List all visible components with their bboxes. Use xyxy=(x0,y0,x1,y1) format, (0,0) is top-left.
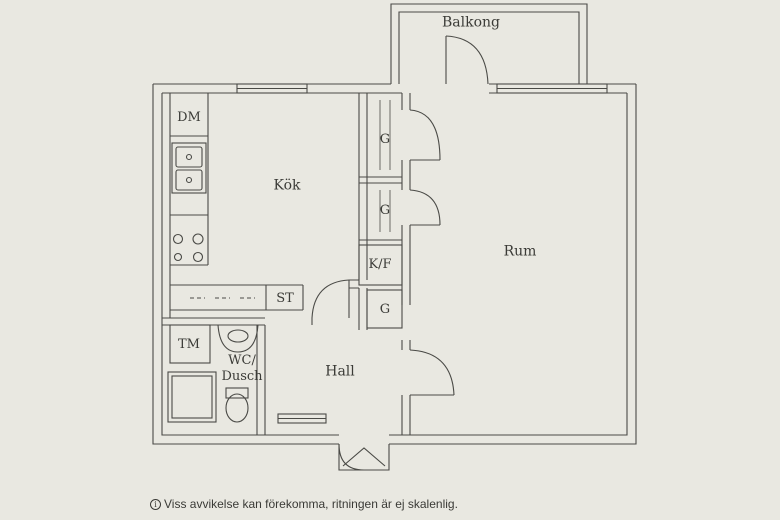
exterior-walls xyxy=(152,83,637,445)
fixture-boxes xyxy=(169,244,403,364)
fixture-label-wardrobe-2: G xyxy=(379,202,391,218)
fixture-label-wardrobe-3: G xyxy=(379,301,391,317)
kitchen-counter xyxy=(169,93,304,318)
fixture-label-storage: ST xyxy=(276,290,294,306)
fixture-label-dishwasher: DM xyxy=(177,109,201,125)
fixture-label-fridge-freezer: K/F xyxy=(368,256,392,272)
doors xyxy=(311,109,455,471)
wc-label-line1: WC/ xyxy=(228,352,256,368)
sink-icon xyxy=(171,142,207,194)
info-icon: i xyxy=(150,499,161,510)
wardrobe-lines xyxy=(379,100,391,232)
windows xyxy=(236,83,608,424)
room-label-hall: Hall xyxy=(325,363,355,380)
balcony-outline xyxy=(390,3,588,85)
wc-label-line2: Dusch xyxy=(221,369,263,384)
fixture-label-wardrobe-1: G xyxy=(379,131,391,147)
room-label-wc-shower: WC/ Dusch xyxy=(221,353,262,386)
bathroom-fixtures xyxy=(167,324,259,423)
room-label-room: Rum xyxy=(503,243,537,260)
room-label-kitchen: Kök xyxy=(273,177,301,194)
stove-icon xyxy=(172,233,204,263)
disclaimer-label: Viss avvikelse kan förekomma, ritningen … xyxy=(164,497,458,511)
fixture-label-washing-machine: TM xyxy=(178,336,200,352)
room-label-balcony: Balkong xyxy=(441,14,501,31)
